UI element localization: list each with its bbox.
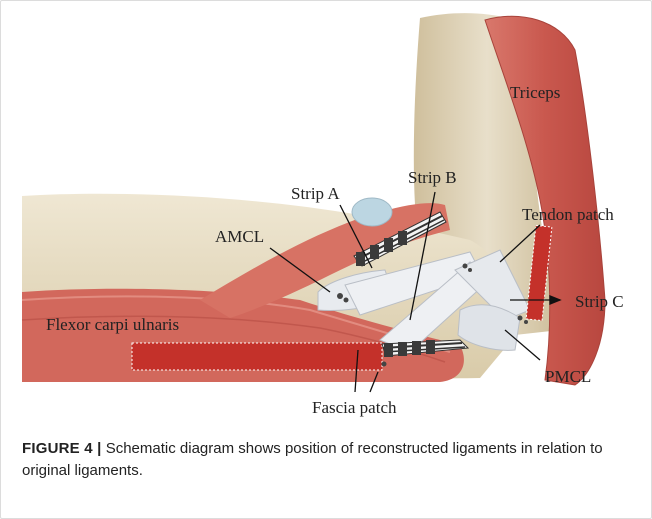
label-triceps: Triceps (510, 83, 560, 102)
label-amcl: AMCL (215, 227, 264, 246)
label-strip-a: Strip A (291, 184, 340, 203)
figure-caption: FIGURE 4 | Schematic diagram shows posit… (22, 438, 622, 482)
label-strip-b: Strip B (408, 168, 457, 187)
olecranon (352, 198, 392, 226)
elbow-anatomy-illustration: Triceps Strip A Strip B Tendon patch AMC… (0, 0, 652, 430)
fascia-patch-graft (132, 343, 382, 370)
label-flexor-carpi-ulnaris: Flexor carpi ulnaris (46, 315, 179, 334)
label-fascia-patch: Fascia patch (312, 398, 397, 417)
label-tendon-patch: Tendon patch (522, 205, 614, 224)
label-pmcl: PMCL (545, 367, 591, 386)
label-strip-c: Strip C (575, 292, 624, 311)
figure-caption-text: Schematic diagram shows position of reco… (22, 440, 603, 479)
figure-caption-label: FIGURE 4 | (22, 440, 102, 457)
